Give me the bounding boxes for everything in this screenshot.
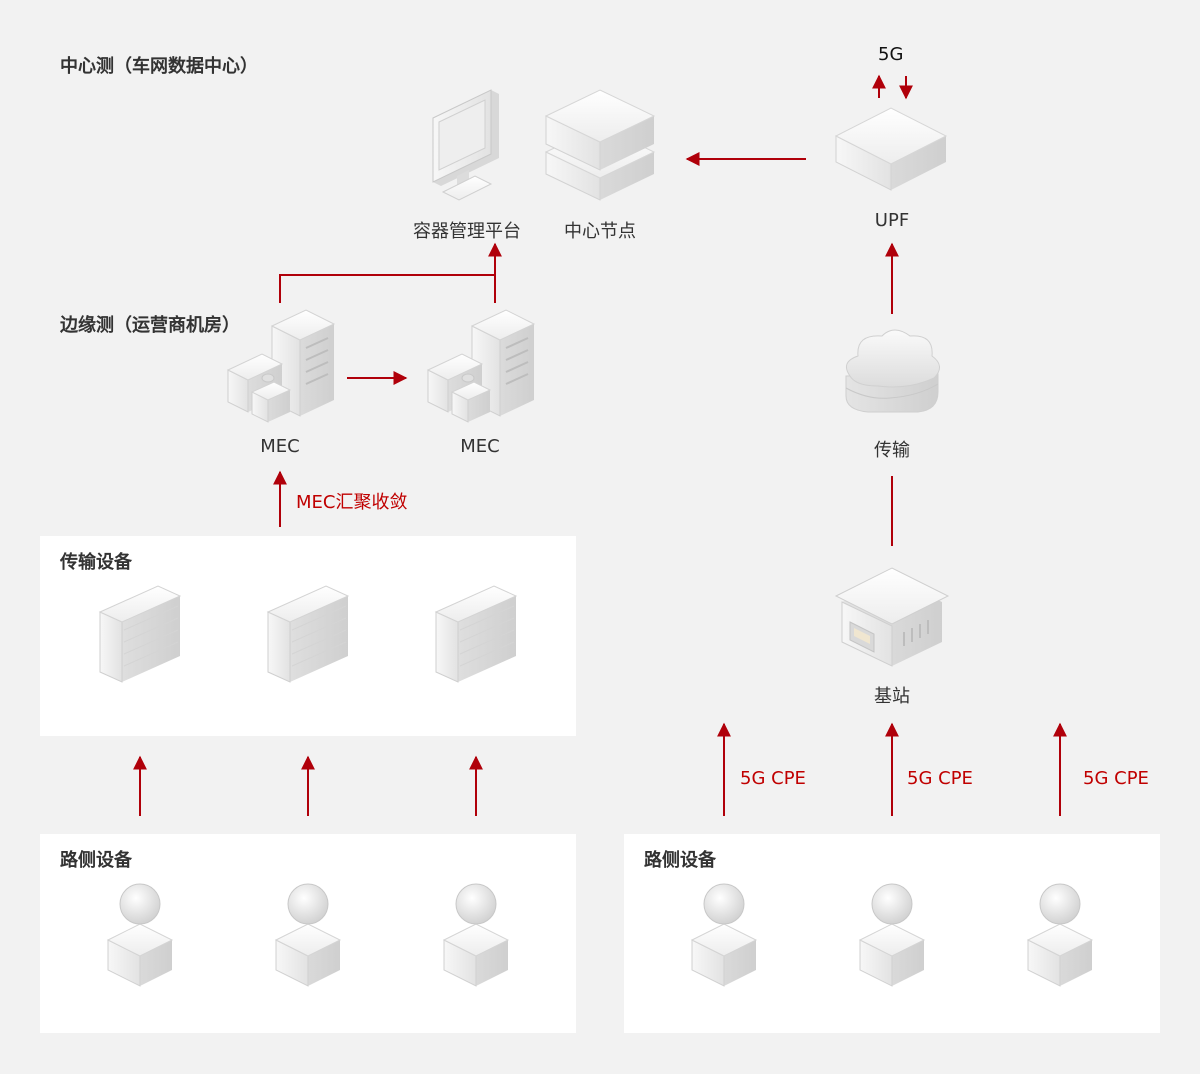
roadside-left-title: 路侧设备 bbox=[60, 850, 132, 871]
mec-left-label: MEC bbox=[260, 436, 300, 457]
base-station-icon bbox=[834, 567, 950, 667]
center-node-server-icon bbox=[544, 89, 656, 201]
transport-rack-icon-3 bbox=[434, 585, 518, 683]
transport-label: 传输 bbox=[874, 440, 910, 461]
mec-aggregation-label: MEC汇聚收敛 bbox=[296, 492, 408, 513]
upf-device-icon bbox=[834, 107, 948, 191]
cpe-label-1: 5G CPE bbox=[740, 768, 806, 789]
base-station-label: 基站 bbox=[874, 686, 910, 707]
transport-devices-title: 传输设备 bbox=[60, 552, 132, 573]
monitor-icon bbox=[432, 89, 499, 201]
roadside-device-icon-4 bbox=[690, 883, 758, 987]
roadside-right-title: 路侧设备 bbox=[644, 850, 716, 871]
container-platform-label: 容器管理平台 bbox=[413, 221, 521, 242]
transport-cloud-icon bbox=[845, 329, 940, 413]
center-section-title: 中心测（车网数据中心） bbox=[60, 56, 258, 77]
roadside-device-icon-6 bbox=[1026, 883, 1094, 987]
roadside-device-icon-3 bbox=[442, 883, 510, 987]
cpe-label-2: 5G CPE bbox=[907, 768, 973, 789]
mec-left-to-platform-line bbox=[279, 274, 495, 303]
mec-left-building-icon bbox=[226, 309, 336, 423]
transport-rack-icon-1 bbox=[98, 585, 182, 683]
mec-right-building-icon bbox=[426, 309, 536, 423]
roadside-device-icon-5 bbox=[858, 883, 926, 987]
roadside-device-icon-1 bbox=[106, 883, 174, 987]
upf-label: UPF bbox=[874, 210, 910, 231]
5g-label: 5G bbox=[878, 44, 904, 65]
cpe-label-3: 5G CPE bbox=[1083, 768, 1149, 789]
mec-right-label: MEC bbox=[460, 436, 500, 457]
edge-section-title: 边缘测（运营商机房） bbox=[60, 315, 240, 336]
roadside-device-icon-2 bbox=[274, 883, 342, 987]
transport-rack-icon-2 bbox=[266, 585, 350, 683]
center-node-label: 中心节点 bbox=[564, 221, 636, 242]
